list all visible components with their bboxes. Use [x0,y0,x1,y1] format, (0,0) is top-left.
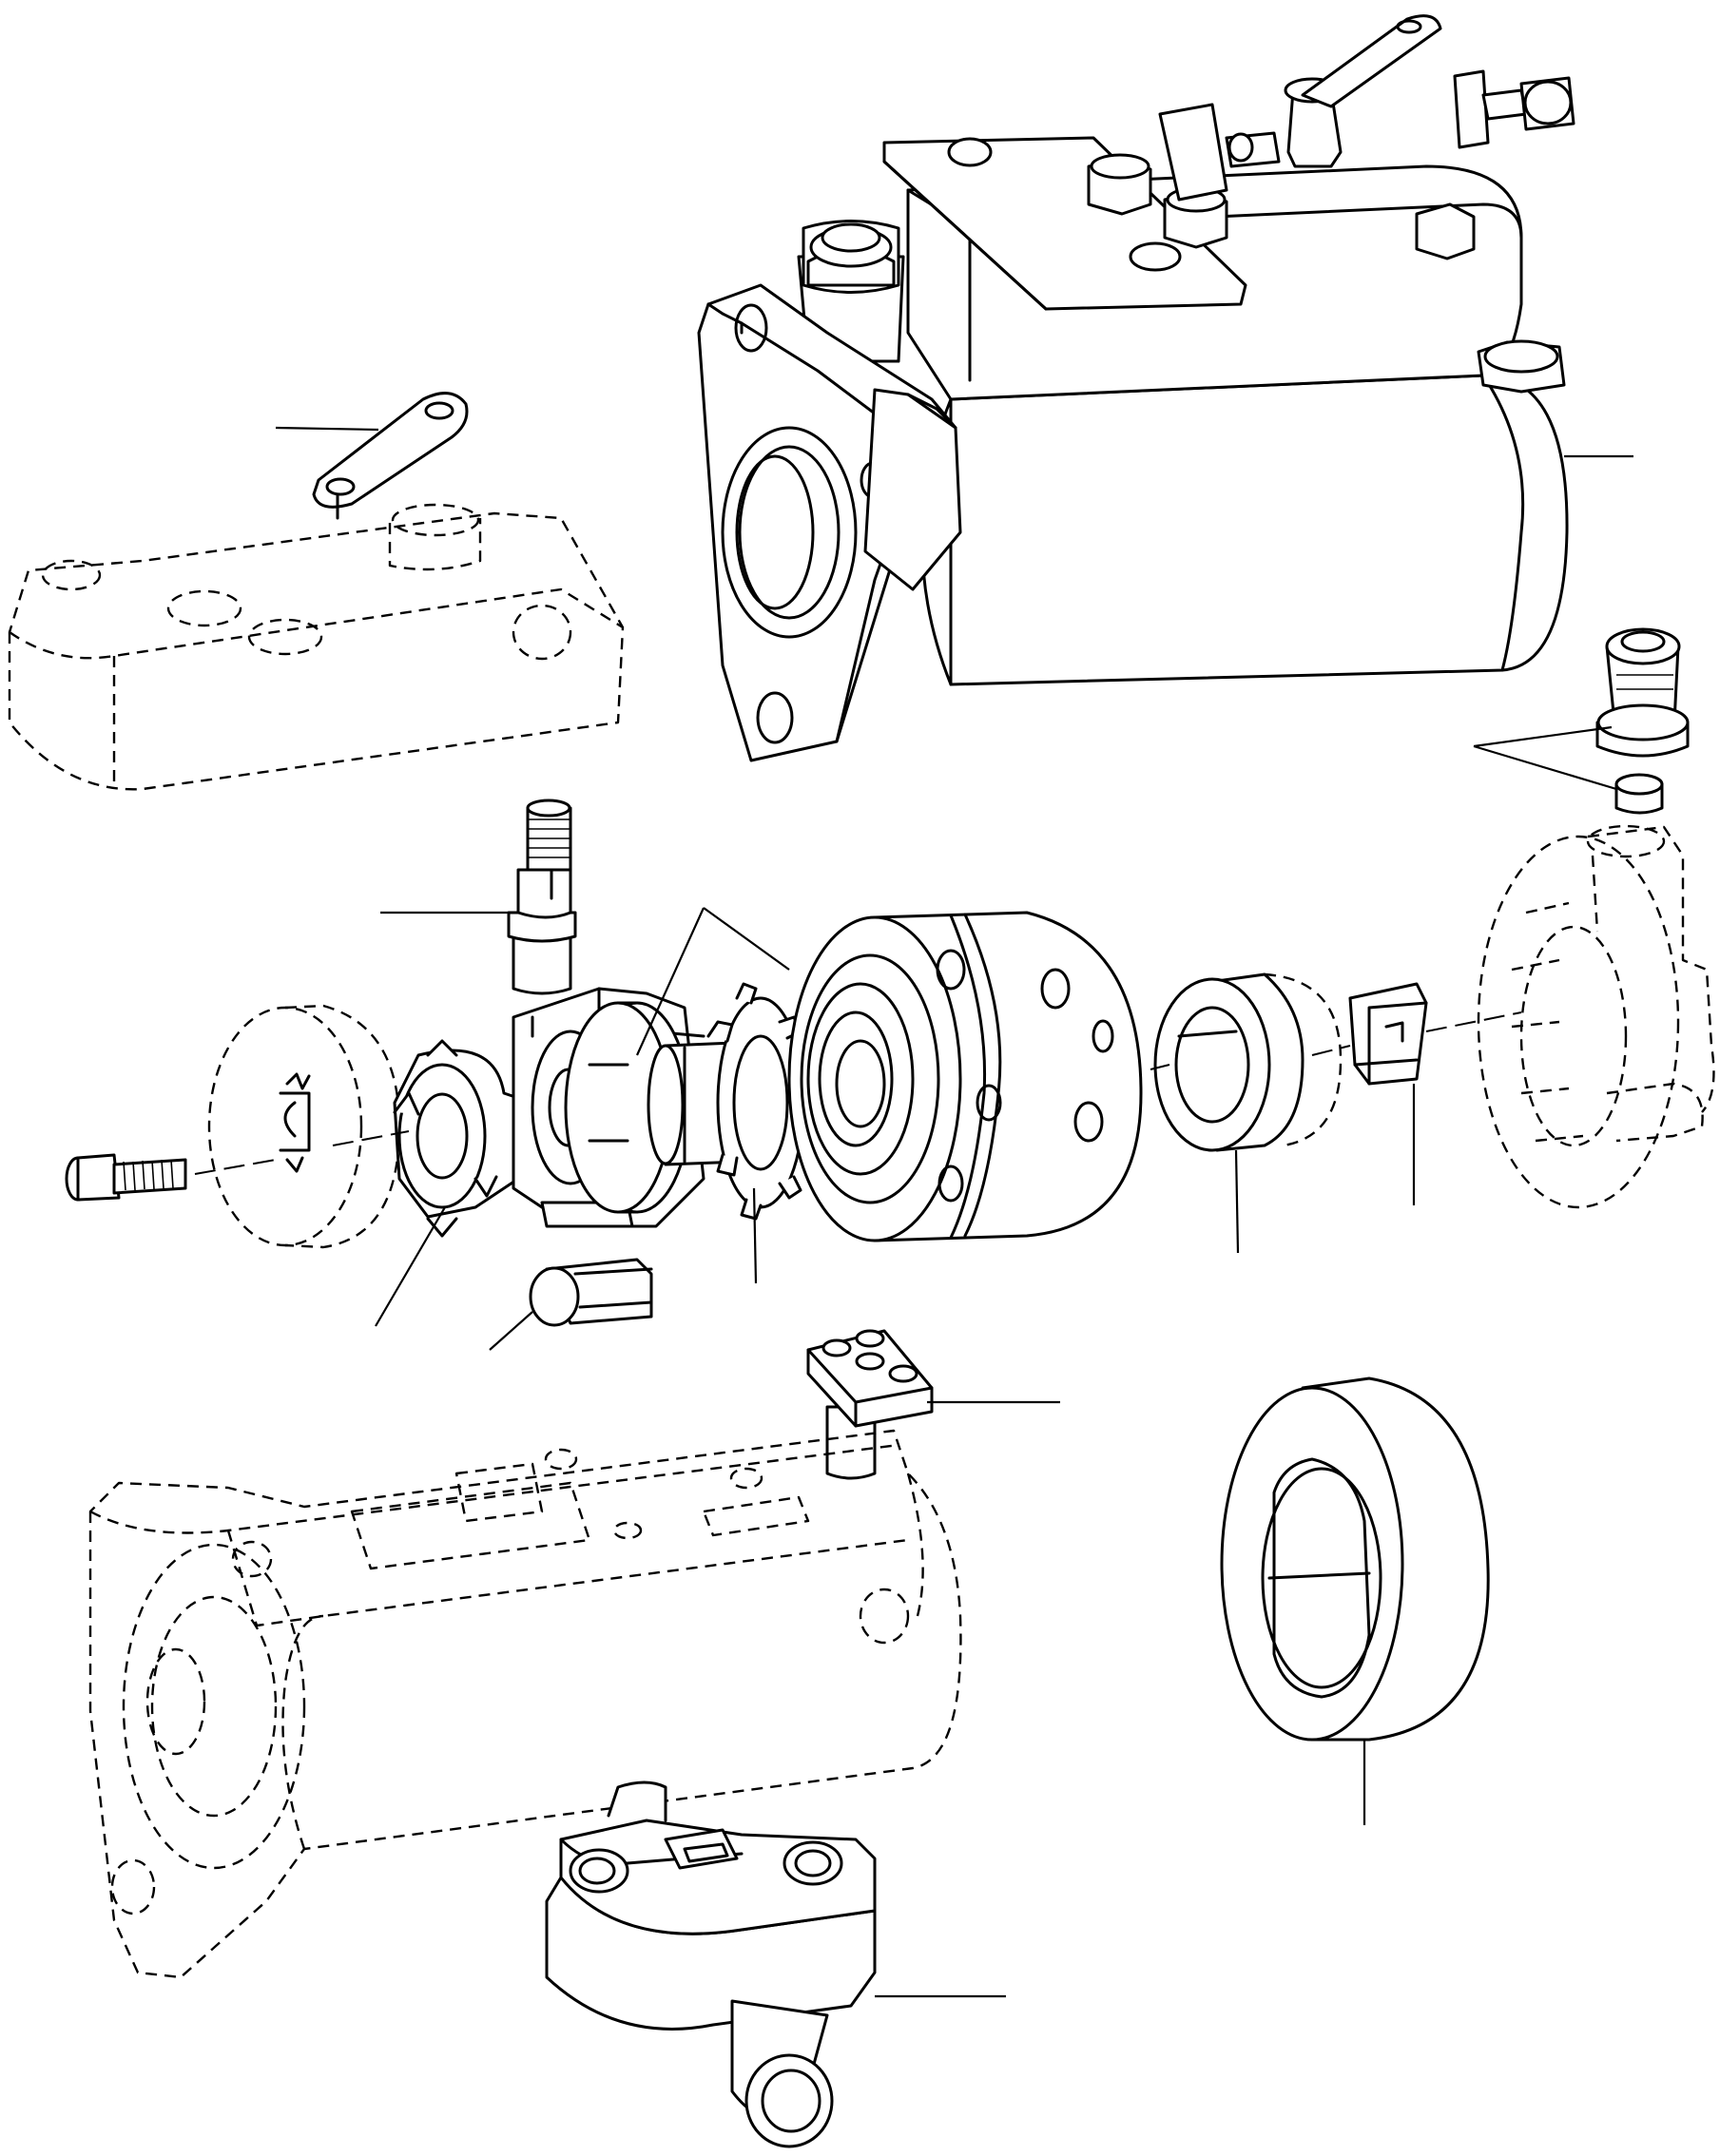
screw [65,1153,187,1202]
callout-leaders [275,426,1633,1998]
pump-housing [88,1429,962,1979]
pump-head-top-cover [8,503,625,791]
drive-plate [393,1039,534,1238]
callout-leader-11 [1234,1149,1240,1254]
callout-leader-9 [489,1311,533,1351]
roller-shoe [529,1258,653,1327]
callout-leader-4 [1473,744,1617,791]
callout-leader-3 [1473,725,1613,748]
sleeve-ring [1153,972,1343,1152]
assembly-axis [194,1011,1522,1175]
hydraulic-head [787,911,1143,1242]
control-lever [312,392,469,520]
drive-key [1348,982,1428,1086]
adapter-bracket [545,1781,877,2148]
callout-leader-8 [375,1206,446,1327]
threaded-stud [507,799,577,995]
callout-leader-7 [703,907,790,971]
callout-leader-6 [635,907,705,1056]
end-plate [1477,824,1715,1209]
toothed-washer [706,982,805,1221]
cam-ring [1220,1376,1490,1742]
callout-leader-1 [275,426,379,432]
metering-valve-lever [806,1329,934,1480]
fitting-and-seal [1595,627,1690,815]
injection-pump-assembly [697,14,1575,762]
callout-leader-10 [752,1187,758,1284]
